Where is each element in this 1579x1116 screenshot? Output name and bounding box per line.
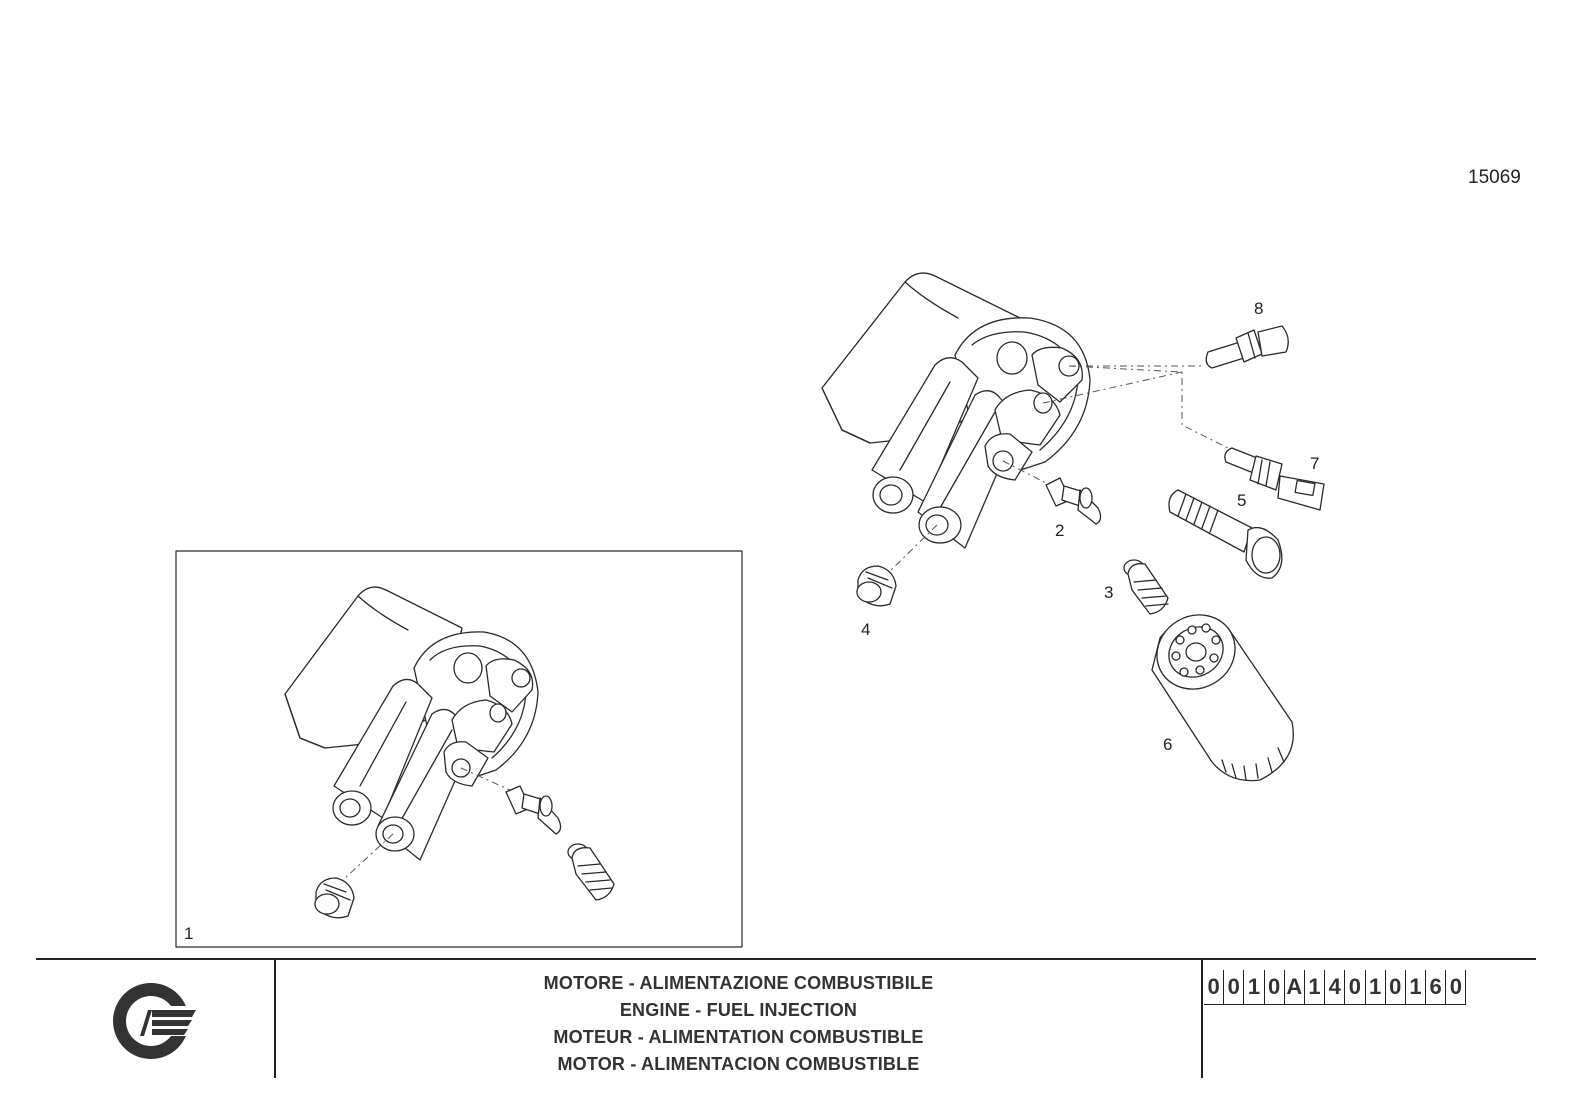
filter-head-body <box>821 272 1091 549</box>
title-block: MOTORE - ALIMENTAZIONE COMBUSTIBILE ENGI… <box>36 958 1536 1078</box>
leader-lines <box>884 365 1229 577</box>
callout-6: 6 <box>1163 735 1172 754</box>
title-block-top-rule <box>36 958 1536 960</box>
code-char: 1 <box>1244 970 1265 1004</box>
title-english: ENGINE - FUEL INJECTION <box>619 1000 858 1020</box>
drawing-number: 15069 <box>1468 167 1521 188</box>
fpt-logo-icon <box>113 983 198 1059</box>
part-code: 0 0 1 0 A 1 4 0 1 0 1 6 0 <box>1204 970 1467 1005</box>
callout-8: 8 <box>1254 299 1263 318</box>
inset-spring-plug <box>567 843 615 901</box>
code-char: 0 <box>1386 970 1406 1004</box>
title-spanish: MOTOR - ALIMENTACION COMBUSTIBLE <box>557 1054 920 1074</box>
callout-2: 2 <box>1055 521 1064 540</box>
part-3-spring-plug <box>1123 559 1169 615</box>
title-block-divider-left <box>274 960 276 1078</box>
code-char: 1 <box>1366 970 1386 1004</box>
callout-1: 1 <box>184 924 193 943</box>
part-2-nipple <box>1045 477 1102 525</box>
inset-filter-head-body <box>284 586 539 861</box>
code-char: 0 <box>1446 970 1467 1004</box>
callout-4: 4 <box>861 620 870 639</box>
title-block-divider-right <box>1201 960 1203 1078</box>
code-char: A <box>1285 970 1305 1004</box>
part-5-bolt <box>1168 489 1283 579</box>
code-char: 1 <box>1305 970 1326 1004</box>
code-char: 4 <box>1325 970 1346 1004</box>
code-char: 0 <box>1224 970 1245 1004</box>
code-char: 0 <box>1265 970 1285 1004</box>
part-4-plug <box>856 565 897 607</box>
part-6-filter-cartridge <box>1151 614 1294 782</box>
callout-7: 7 <box>1310 454 1319 473</box>
code-char: 6 <box>1426 970 1447 1004</box>
part-8-fitting <box>1205 325 1289 369</box>
callout-3: 3 <box>1104 583 1113 602</box>
inset-nipple <box>505 785 562 835</box>
title-french: MOTEUR - ALIMENTATION COMBUSTIBLE <box>553 1027 924 1047</box>
inset-kit-1: 1 <box>175 550 743 948</box>
callout-5: 5 <box>1237 491 1246 510</box>
title-lines: MOTORE - ALIMENTAZIONE COMBUSTIBILE ENGI… <box>276 970 1201 1078</box>
code-char: 1 <box>1406 970 1427 1004</box>
part-7-sensor <box>1224 447 1325 511</box>
code-char: 0 <box>1345 970 1366 1004</box>
code-char: 0 <box>1204 970 1225 1004</box>
title-italian: MOTORE - ALIMENTAZIONE COMBUSTIBILE <box>543 973 934 993</box>
inset-plug <box>314 877 355 919</box>
